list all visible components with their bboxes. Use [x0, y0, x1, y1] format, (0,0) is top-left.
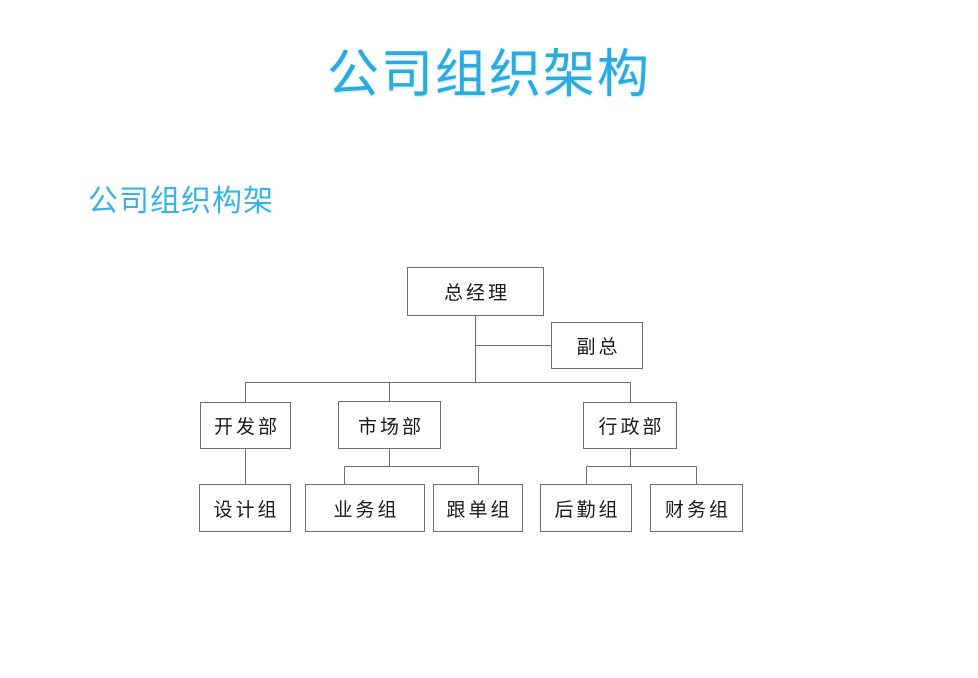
org-node-administration-department[interactable]: 行政部 [583, 402, 677, 449]
org-node-deputy-general-manager[interactable]: 副总 [551, 322, 643, 369]
org-node-marketing-department[interactable]: 市场部 [338, 401, 441, 449]
org-node-finance-team[interactable]: 财务组 [650, 484, 743, 532]
org-node-general-manager[interactable]: 总经理 [407, 267, 544, 316]
org-node-development-department[interactable]: 开发部 [200, 402, 291, 449]
org-node-order-follow-up-team[interactable]: 跟单组 [433, 484, 523, 532]
page-title: 公司组织架构 [326, 45, 651, 105]
org-node-business-team[interactable]: 业务组 [305, 484, 425, 532]
org-node-design-team[interactable]: 设计组 [199, 484, 291, 532]
org-node-logistics-team[interactable]: 后勤组 [540, 484, 632, 532]
section-subtitle: 公司组织构架 [88, 184, 274, 219]
